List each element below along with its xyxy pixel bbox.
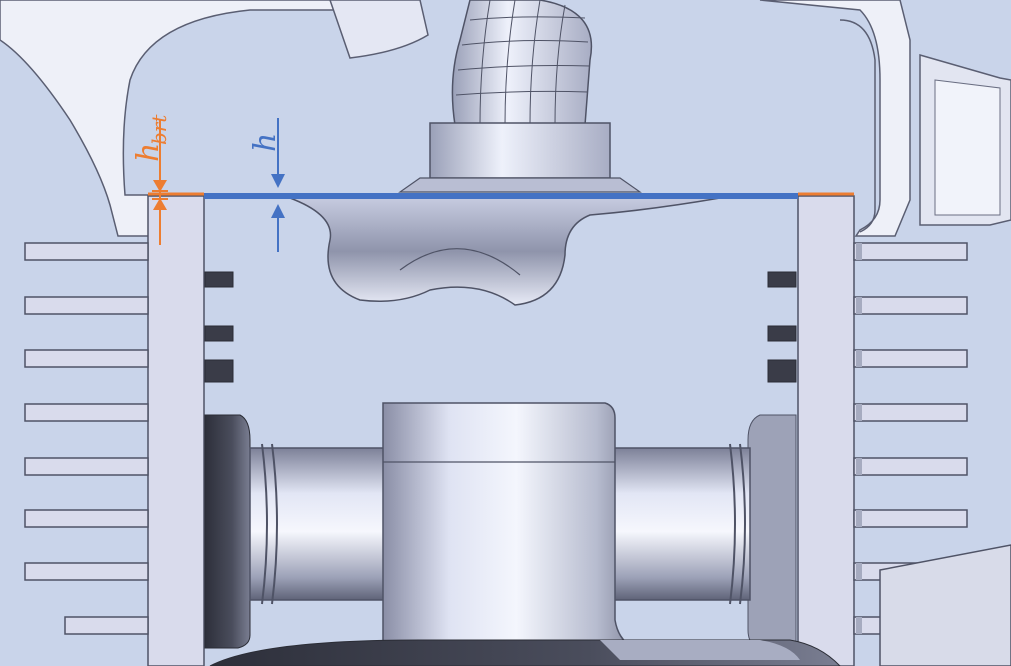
valve-mesh-lines bbox=[455, 0, 591, 126]
wrist-pin-ridges bbox=[261, 443, 746, 605]
fin-shadows bbox=[856, 243, 862, 634]
valve-head-curve bbox=[399, 248, 521, 276]
bore-gap-arrow-down bbox=[153, 180, 167, 192]
cylinder-head-left bbox=[0, 0, 421, 237]
valve-guide bbox=[429, 122, 611, 179]
squish-arrow-down bbox=[271, 174, 285, 188]
squish-height-annotation bbox=[271, 118, 285, 252]
cooling-fins-left bbox=[24, 242, 149, 635]
piston-skirt-left bbox=[204, 414, 251, 649]
spark-plug-boss-face bbox=[934, 79, 1001, 216]
bore-gap-annotation bbox=[148, 120, 854, 245]
piston-skirt-right bbox=[747, 414, 797, 649]
bore-gap-arrow-up bbox=[153, 198, 167, 210]
label-h-brt-main: h bbox=[131, 143, 166, 162]
valve-seat bbox=[398, 177, 642, 193]
connecting-rod bbox=[382, 402, 651, 651]
valve-stem bbox=[451, 0, 593, 126]
piston-ring-grooves-right bbox=[767, 271, 797, 383]
crankshaft-highlight bbox=[600, 640, 800, 660]
label-h-brt-subscript: brt bbox=[147, 114, 171, 145]
intake-port bbox=[329, 0, 429, 59]
label-h-text: h bbox=[248, 133, 283, 152]
valve-head bbox=[289, 197, 721, 306]
lower-mount-right bbox=[879, 544, 1011, 666]
label-h-brt: h brt bbox=[131, 114, 171, 162]
label-h: h bbox=[248, 133, 283, 152]
piston-ring-grooves-left bbox=[204, 271, 234, 383]
cylinder-wall-right bbox=[797, 195, 855, 666]
head-rib-right bbox=[839, 19, 876, 233]
cylinder-wall-left bbox=[147, 195, 205, 666]
cylinder-head-right bbox=[759, 0, 911, 237]
squish-arrow-up bbox=[271, 204, 285, 218]
